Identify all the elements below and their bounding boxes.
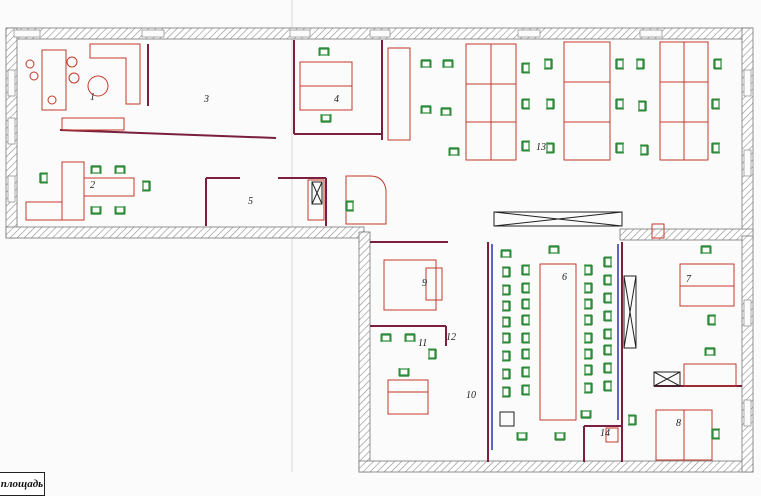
window-openings <box>7 29 752 427</box>
chair-icon <box>711 142 721 154</box>
chair-icon <box>521 140 531 152</box>
chair-icon <box>580 409 592 419</box>
room-number-14: 14 <box>600 428 610 439</box>
chair-icon <box>521 62 531 74</box>
room-number-13: 13 <box>536 142 546 153</box>
chair-icon <box>90 205 102 215</box>
chair-icon <box>583 348 593 360</box>
chair-icon <box>141 180 151 192</box>
room-number-11: 11 <box>418 338 427 349</box>
interior-partitions <box>59 40 742 462</box>
room-number-10: 10 <box>466 390 476 401</box>
chair-icon <box>500 249 512 259</box>
chair-icon <box>90 165 102 175</box>
room-number-5: 5 <box>248 196 253 207</box>
chair-icon <box>420 59 432 69</box>
chair-icon <box>545 142 555 154</box>
chair-icon <box>516 431 528 441</box>
chair-icon <box>501 316 511 328</box>
chair-icon <box>521 98 531 110</box>
chair-icon <box>615 142 625 154</box>
furniture <box>25 41 737 461</box>
chair-icon <box>320 113 332 123</box>
chair-icon <box>114 165 126 175</box>
room-number-12: 12 <box>446 332 456 343</box>
chair-icon <box>704 347 716 357</box>
chair-icon <box>707 314 717 326</box>
chair-icon <box>583 264 593 276</box>
room-number-6: 6 <box>562 272 567 283</box>
chair-icon <box>583 364 593 376</box>
area-label: площадь <box>0 472 45 496</box>
chair-icon <box>114 205 126 215</box>
chair-icon <box>583 382 593 394</box>
chair-icon <box>603 256 613 268</box>
chair-icon <box>603 362 613 374</box>
chair-icon <box>345 200 355 212</box>
chair-icon <box>637 100 647 112</box>
chair-icon <box>635 58 645 70</box>
chair-icon <box>548 245 560 255</box>
chair-icon <box>603 380 613 392</box>
chair-icon <box>543 58 553 70</box>
chair-icon <box>501 300 511 312</box>
chair-icon <box>440 107 452 117</box>
chair-icon <box>711 428 721 440</box>
chair-icon <box>380 333 392 343</box>
chair-icon <box>501 266 511 278</box>
chair-icon <box>700 245 712 255</box>
chair-icon <box>521 366 531 378</box>
chair-icon <box>615 58 625 70</box>
chair-icon <box>583 282 593 294</box>
chair-icon <box>501 332 511 344</box>
chair-icon <box>501 386 511 398</box>
room-number-4: 4 <box>334 94 339 105</box>
room-number-8: 8 <box>676 418 681 429</box>
chair-icon <box>39 172 49 184</box>
chair-icon <box>554 431 566 441</box>
chair-icon <box>521 314 531 326</box>
chair-icon <box>501 350 511 362</box>
chair-icon <box>583 298 593 310</box>
room-number-2: 2 <box>90 180 95 191</box>
chair-icon <box>420 105 432 115</box>
chair-icon <box>713 58 723 70</box>
chair-icon <box>583 314 593 326</box>
chair-icon <box>521 264 531 276</box>
chair-icon <box>545 98 555 110</box>
chair-icon <box>398 367 410 377</box>
chair-icon <box>603 310 613 322</box>
chair-icon <box>627 414 637 426</box>
room-number-3: 3 <box>203 94 209 105</box>
chair-icon <box>615 98 625 110</box>
chair-icon <box>318 47 330 57</box>
chair-icon <box>639 144 649 156</box>
room-numbers: 1 2 3 4 5 6 7 8 9 10 11 12 13 14 <box>90 92 692 439</box>
outer-walls <box>5 27 754 473</box>
chair-icon <box>521 384 531 396</box>
chair-icon <box>603 292 613 304</box>
chair-icon <box>501 368 511 380</box>
chair-icon <box>442 59 454 69</box>
glass-partitions <box>491 244 619 450</box>
chair-icon <box>711 98 721 110</box>
chair-icon <box>448 147 460 157</box>
chair-icon <box>603 274 613 286</box>
room-number-1: 1 <box>90 92 95 103</box>
chair-icon <box>501 284 511 296</box>
chair-icon <box>427 348 437 360</box>
chair-icon <box>521 298 531 310</box>
chair-icon <box>603 344 613 356</box>
chair-icon <box>603 328 613 340</box>
chair-icon <box>521 282 531 294</box>
room-number-9: 9 <box>422 278 427 289</box>
chair-icon <box>521 332 531 344</box>
chair-icon <box>583 332 593 344</box>
chair-icon <box>404 333 416 343</box>
service-shafts <box>311 181 681 427</box>
room-number-7: 7 <box>686 274 692 285</box>
chair-icon <box>521 348 531 360</box>
